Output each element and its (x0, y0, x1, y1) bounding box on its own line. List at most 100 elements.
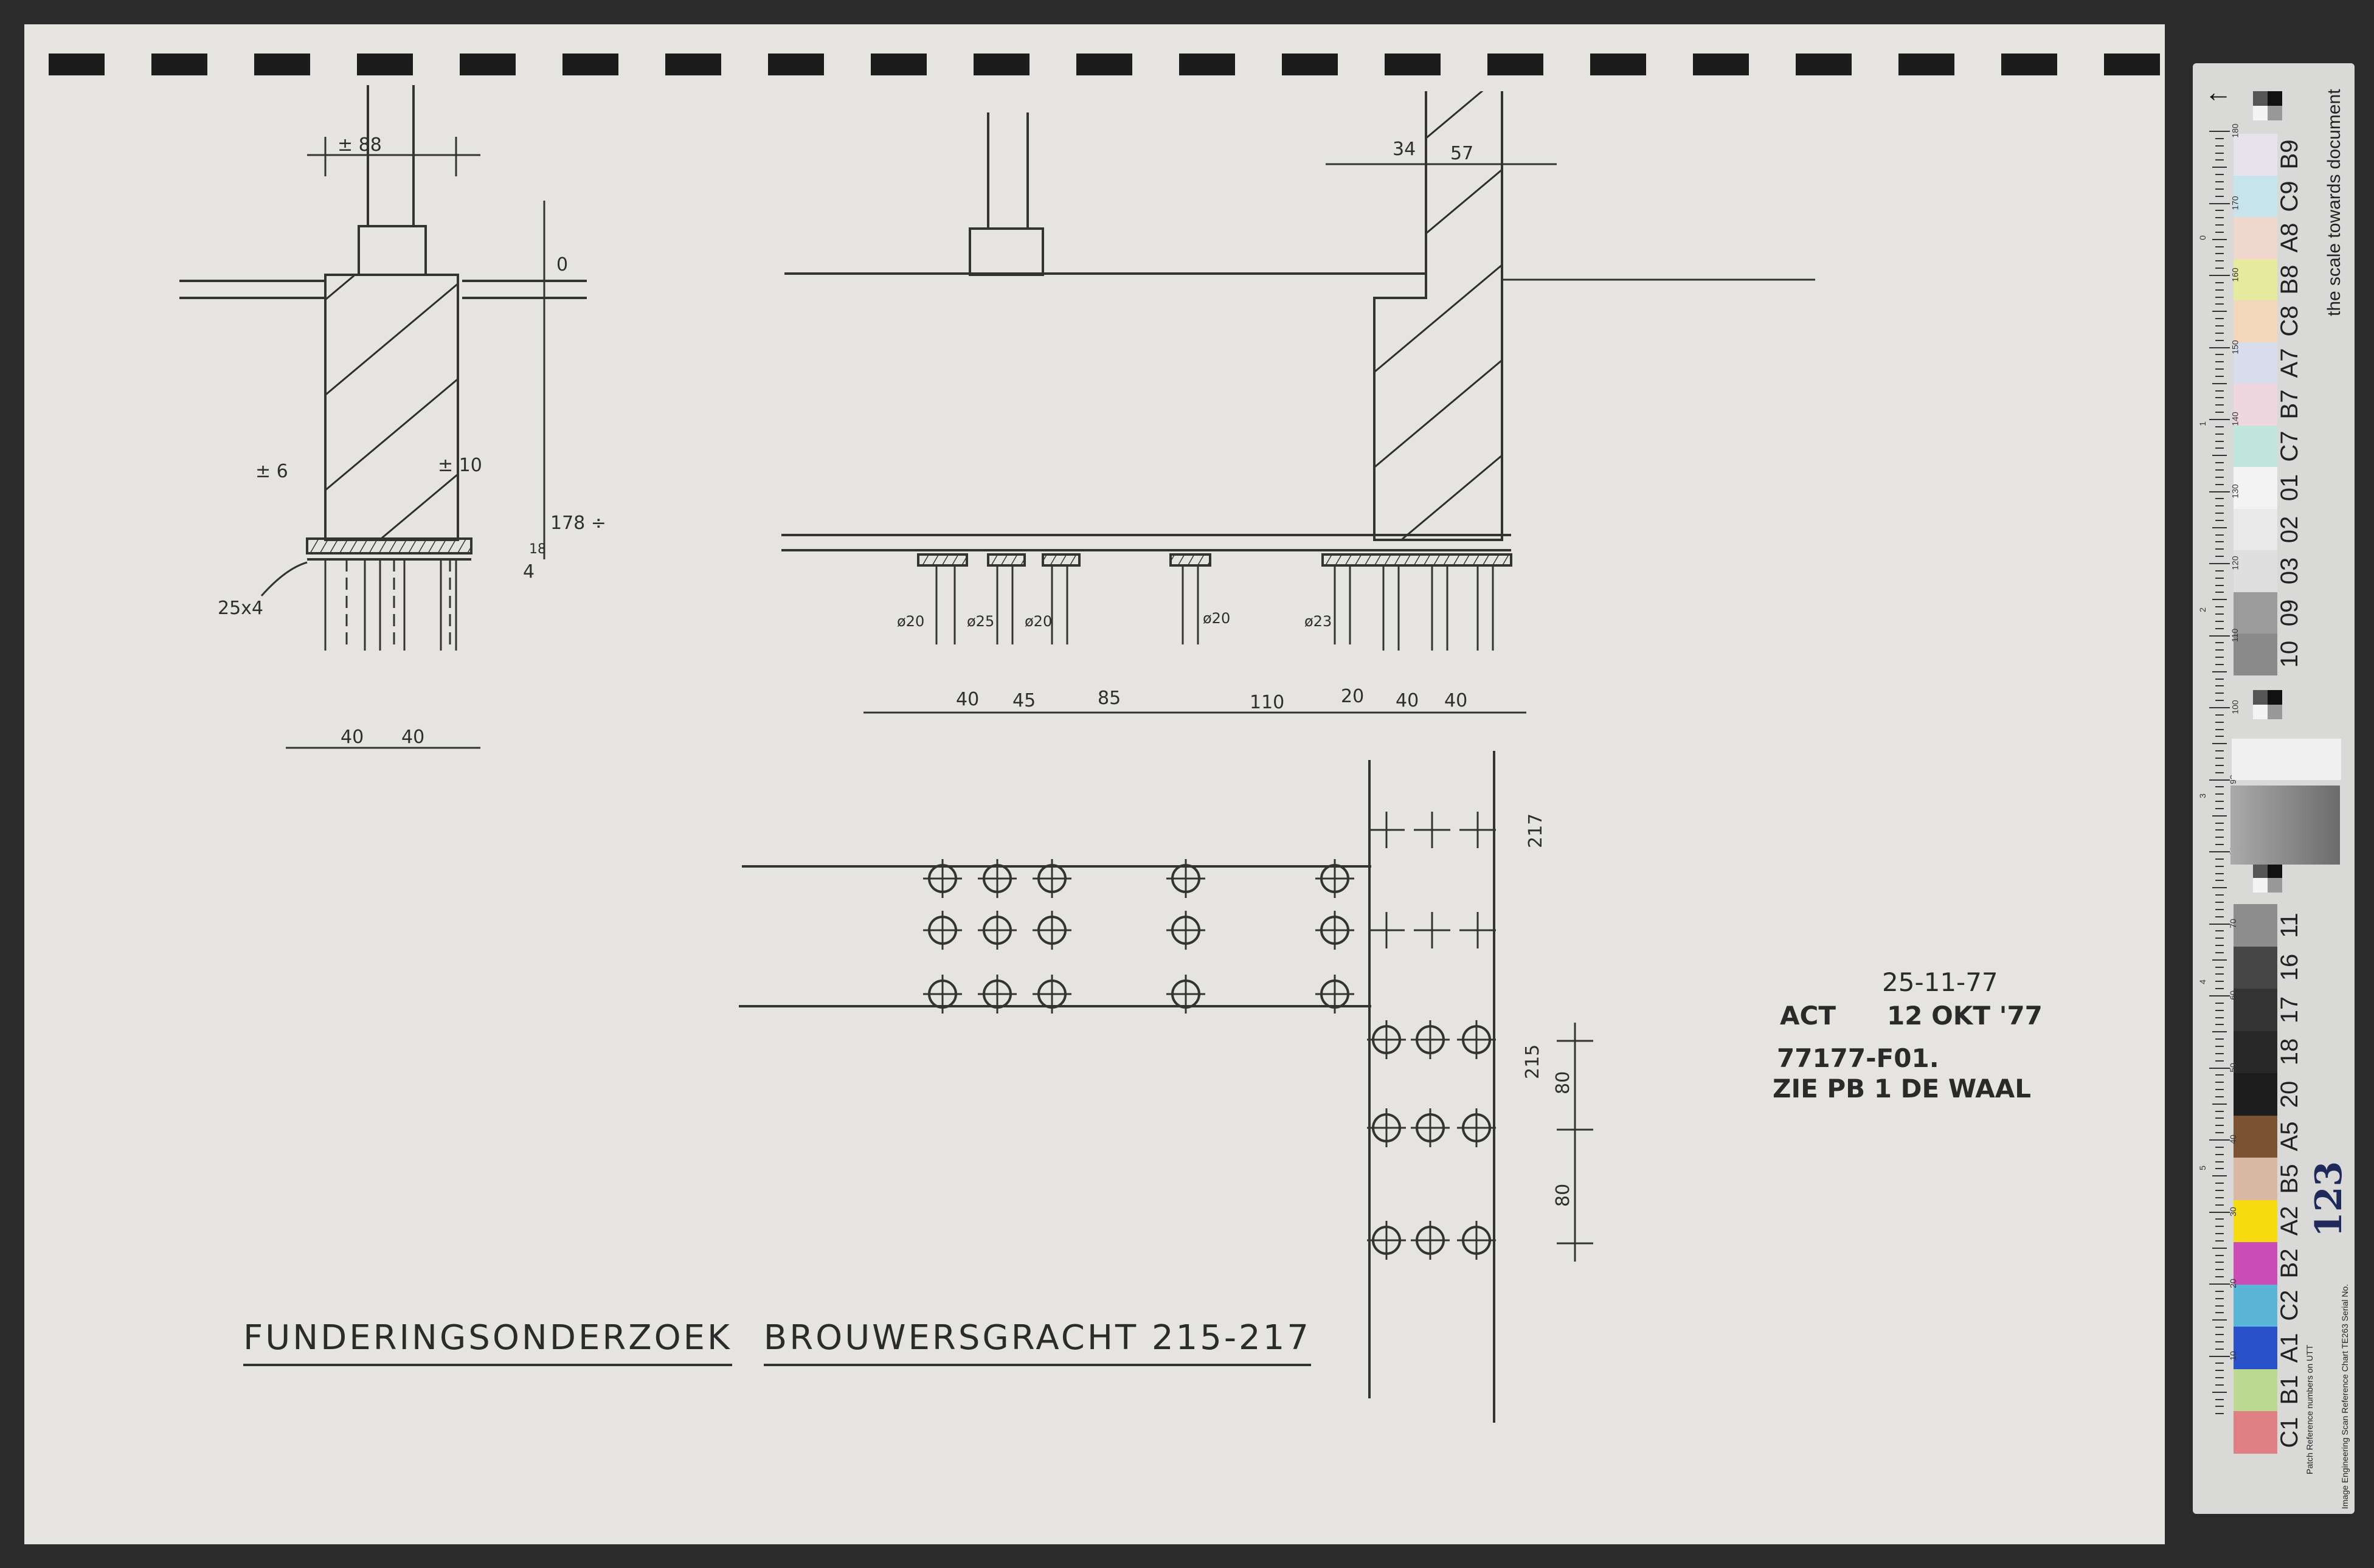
ruler-tick (2215, 952, 2224, 953)
ruler-tick (2209, 923, 2230, 925)
color-patch-10 (2234, 634, 2277, 675)
ruler-tick (2215, 303, 2224, 305)
dim-wall-1: 34 (1393, 139, 1416, 160)
dim-top-width: ± 88 (337, 134, 382, 156)
ruler-tick (2209, 347, 2230, 348)
ruler-tick (2215, 1038, 2224, 1040)
ruler-tick (2215, 807, 2224, 809)
ruler-tick (2215, 1153, 2224, 1155)
ruler-tick (2209, 635, 2230, 637)
pile-diameter: ø20 (1025, 613, 1052, 630)
chart-caption: the scale towards document (2324, 89, 2344, 316)
dim-spacing: 110 (1250, 692, 1284, 713)
ruler-tick (2215, 440, 2224, 442)
dim-spacing: 85 (1098, 688, 1121, 709)
ruler-tick (2215, 1146, 2224, 1148)
ruler-inch-label: 4 (2197, 979, 2207, 984)
ruler-tick (2215, 772, 2224, 773)
grid-cross (1458, 810, 1497, 849)
ruler-tick (2209, 131, 2230, 132)
beam-label: 25x4 (218, 598, 263, 619)
patch-label: C8 (2276, 305, 2303, 337)
ruler-tick (2215, 1052, 2224, 1054)
gray-reference-square (2268, 705, 2282, 719)
dim-spacing-1: 40 (341, 727, 364, 748)
pile-symbol (922, 973, 963, 1015)
ruler-tick (2215, 822, 2224, 824)
color-patch-01 (2234, 467, 2277, 509)
ruler-tick (2215, 678, 2224, 680)
ruler-tick (2215, 865, 2224, 867)
ruler-mm-label: 140 (2230, 412, 2240, 426)
patch-label: B5 (2276, 1164, 2303, 1194)
ruler-inch-label: 3 (2197, 793, 2207, 798)
ruler-tick (2215, 1110, 2224, 1112)
ruler-tick (2215, 217, 2224, 219)
ruler-tick (2215, 519, 2224, 521)
ruler-tick (2215, 584, 2224, 586)
dim-depth: 178 ÷ (550, 513, 606, 534)
ruler-tick (2215, 837, 2224, 838)
ruler-tick (2215, 1341, 2224, 1342)
color-patch-09 (2234, 592, 2277, 634)
pile-symbol (1366, 1019, 1407, 1060)
ruler-tick (2215, 1017, 2224, 1018)
ruler-tick (2209, 1283, 2230, 1285)
pile-symbol (1031, 910, 1073, 951)
punch-hole (768, 54, 824, 75)
ruler-tick (2215, 966, 2224, 968)
ruler-tick (2215, 721, 2224, 723)
ruler-tick (2215, 1197, 2224, 1198)
ruler-tick (2215, 361, 2224, 363)
ruler-tick (2215, 1226, 2224, 1228)
ruler-tick (2215, 1327, 2224, 1328)
ruler-tick (2215, 700, 2224, 702)
ruler-tick (2215, 339, 2224, 341)
reference-number: 77177-F01. (1777, 1043, 1939, 1073)
pile-symbol (1314, 858, 1355, 899)
color-patch-A2 (2234, 1200, 2277, 1242)
color-patch-B1 (2234, 1369, 2277, 1411)
color-patch-B2 (2234, 1242, 2277, 1285)
patch-label: A7 (2276, 348, 2303, 378)
ruler-tick (2209, 851, 2230, 852)
patch-label: C1 (2276, 1417, 2303, 1448)
patch-label: A5 (2276, 1121, 2303, 1152)
ruler-mm-label: 120 (2230, 556, 2240, 570)
ruler-tick (2215, 476, 2224, 478)
ruler-tick (2212, 455, 2227, 457)
ruler-tick (2215, 483, 2224, 485)
pile-symbol (977, 910, 1018, 951)
ruler-mm-label: 10 (2227, 1350, 2238, 1361)
ruler-tick (2215, 692, 2224, 694)
ruler-tick (2215, 930, 2224, 932)
ruler-tick (2215, 620, 2224, 622)
ruler-tick (2215, 1240, 2224, 1242)
dim-level-zero: 0 (556, 254, 568, 275)
gray-reference-square (2253, 705, 2268, 719)
ruler-tick (2212, 1319, 2227, 1321)
pile-symbol (1314, 973, 1355, 1015)
ruler-tick (2212, 1247, 2227, 1249)
ruler-tick (2215, 764, 2224, 766)
reference-note: ZIE PB 1 DE WAAL (1773, 1074, 2032, 1103)
ruler-tick (2209, 1355, 2230, 1357)
pile-symbol (1456, 1220, 1497, 1261)
ruler-mm-label: 70 (2227, 918, 2238, 928)
grid-cross (1413, 911, 1452, 950)
punch-hole (1076, 54, 1132, 75)
ruler-tick (2215, 988, 2224, 990)
ruler-inch-label: 0 (2197, 235, 2207, 240)
ruler-tick (2212, 959, 2227, 961)
dimension-point (1556, 1224, 1594, 1263)
ruler-tick (2215, 657, 2224, 658)
middle-section (781, 91, 1815, 714)
ruler-tick (2215, 1060, 2224, 1062)
color-patch-03 (2234, 550, 2277, 592)
ruler-tick (2209, 491, 2230, 492)
punch-hole (1590, 54, 1646, 75)
ruler-tick (2215, 1233, 2224, 1235)
title-part-2: BROUWERSGRACHT 215-217 (763, 1318, 1311, 1366)
ruler-tick (2215, 556, 2224, 558)
